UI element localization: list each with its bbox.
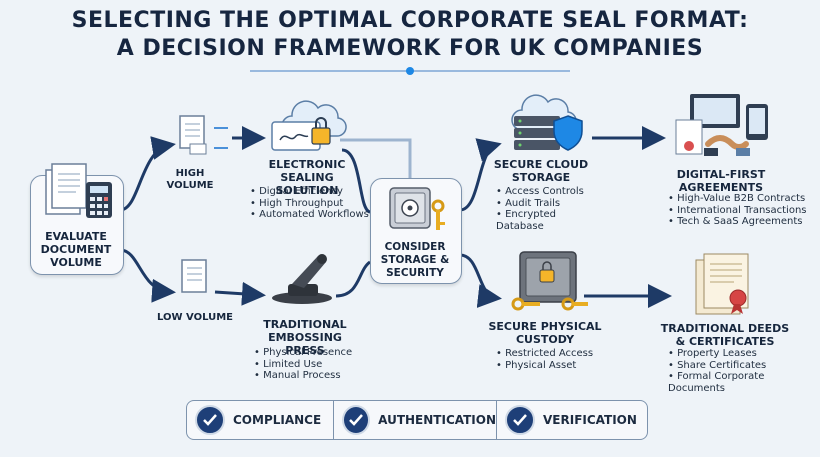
list-item: High-Value B2B Contracts	[668, 193, 818, 205]
arrow-to-high-volume	[119, 136, 176, 212]
list-item: Limited Use	[254, 359, 364, 371]
calculator-icon	[86, 182, 112, 218]
footer-label: VERIFICATION	[543, 413, 637, 427]
cloud-bullets: Access Controls Audit Trails Encrypted D…	[496, 186, 606, 232]
footer-item-authentication: AUTHENTICATION	[334, 401, 497, 439]
list-item: Physical Presence	[254, 347, 364, 359]
arrow-to-physical	[459, 253, 502, 308]
low-volume-document-icon	[181, 259, 207, 293]
list-item: Access Controls	[496, 186, 606, 198]
digital-first-bullets: High-Value B2B Contracts International T…	[668, 193, 818, 228]
vault-keys-icon	[511, 251, 588, 311]
list-item: Share Certificates	[668, 360, 818, 372]
electronic-bullets: Digital Efficiency High Throughput Autom…	[250, 186, 370, 221]
deeds-bullets: Property Leases Share Certificates Forma…	[668, 348, 818, 394]
list-item: International Transactions	[668, 205, 818, 217]
list-item: Physical Asset	[496, 360, 606, 372]
start-label: EVALUATE DOCUMENT VOLUME	[40, 230, 112, 269]
arrow-to-low-volume	[119, 248, 176, 303]
footer-item-compliance: COMPLIANCE	[187, 401, 334, 439]
arrow-electronic-to-storage	[340, 138, 412, 178]
digital-first-label: DIGITAL-FIRST AGREEMENTS	[676, 168, 766, 194]
cloud-lock-icon	[271, 100, 347, 151]
certificates-icon	[695, 253, 749, 315]
deeds-label: TRADITIONAL DEEDS & CERTIFICATES	[660, 322, 790, 348]
check-icon	[195, 405, 225, 435]
physical-bullets: Restricted Access Physical Asset	[496, 348, 606, 371]
high-volume-document-icon	[179, 115, 207, 155]
footer-bar: COMPLIANCE AUTHENTICATION VERIFICATION	[186, 400, 648, 440]
page-title-line-2: A DECISION FRAMEWORK FOR UK COMPANIES	[116, 36, 704, 61]
curve-press-to-storage	[335, 260, 371, 298]
press-bullets: Physical Presence Limited Use Manual Pro…	[254, 347, 364, 382]
title-divider-dot	[406, 67, 414, 75]
list-item: High Throughput	[250, 198, 370, 210]
low-volume-label: LOW VOLUME	[156, 312, 233, 323]
arrow-to-cloud	[459, 138, 502, 212]
check-icon	[505, 405, 535, 435]
list-item: Manual Process	[254, 370, 364, 382]
list-item: Tech & SaaS Agreements	[668, 216, 818, 228]
list-item: Automated Workflows	[250, 209, 370, 221]
high-volume-label: HIGH VOLUME	[166, 168, 214, 191]
document-stack-icon	[45, 163, 112, 218]
list-item: Formal Corporate Documents	[668, 371, 818, 394]
storage-label: CONSIDER STORAGE & SECURITY	[380, 241, 450, 279]
cloud-label: SECURE CLOUD STORAGE	[493, 158, 589, 184]
list-item: Digital Efficiency	[250, 186, 370, 198]
embossing-press-icon	[272, 254, 332, 304]
footer-label: AUTHENTICATION	[378, 413, 496, 427]
list-item: Restricted Access	[496, 348, 606, 360]
list-item: Encrypted Database	[496, 209, 606, 232]
physical-label: SECURE PHYSICAL CUSTODY	[488, 320, 602, 346]
safe-icon	[389, 187, 445, 230]
footer-item-verification: VERIFICATION	[497, 401, 647, 439]
cloud-server-shield-icon	[511, 94, 583, 151]
list-item: Audit Trails	[496, 198, 606, 210]
footer-label: COMPLIANCE	[233, 413, 322, 427]
list-item: Property Leases	[668, 348, 818, 360]
page-title-line-1: SELECTING THE OPTIMAL CORPORATE SEAL FOR…	[71, 8, 749, 33]
arrow-to-press	[214, 281, 266, 306]
check-icon	[342, 405, 371, 435]
devices-handshake-icon	[675, 94, 768, 156]
